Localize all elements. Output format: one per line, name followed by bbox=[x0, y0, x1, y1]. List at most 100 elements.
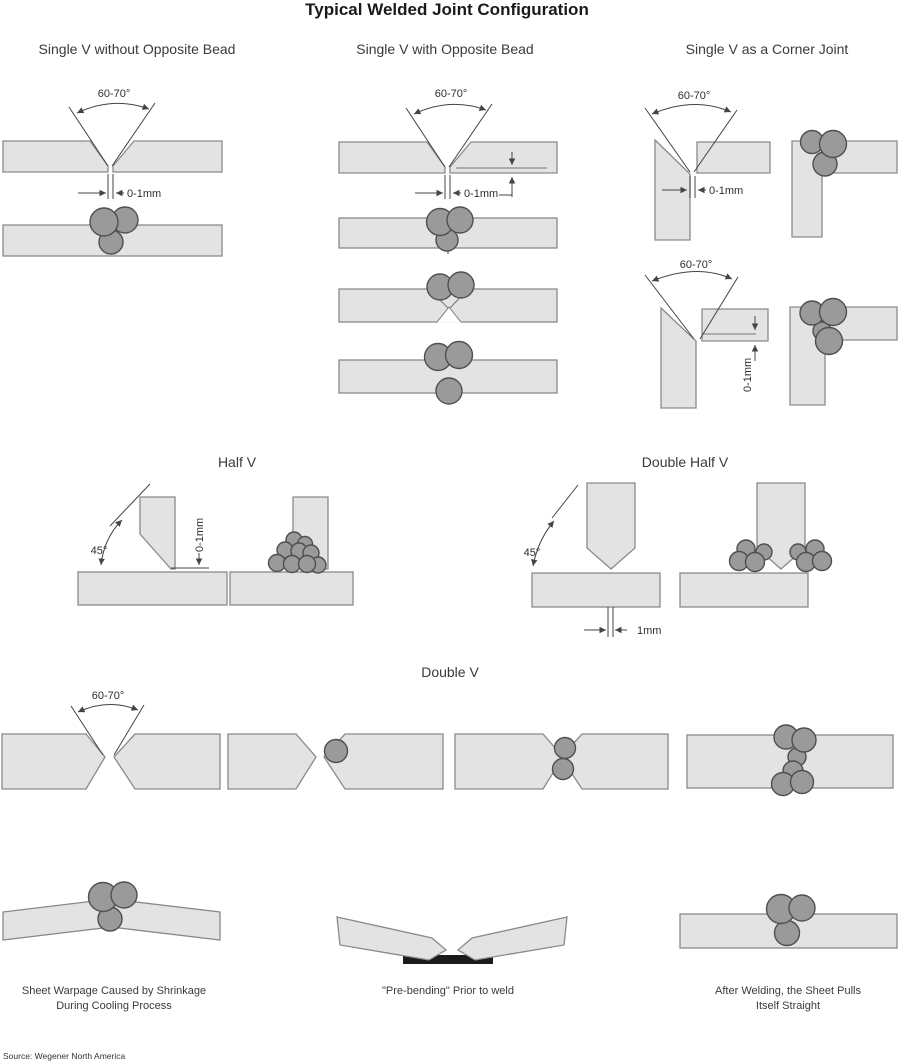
angle-label: 45° bbox=[91, 545, 108, 557]
prebent-plate-right bbox=[456, 916, 568, 961]
weld-bead bbox=[744, 551, 766, 573]
double-v-pass2-figure bbox=[454, 733, 669, 790]
support-bar bbox=[403, 955, 493, 964]
angle-line-right bbox=[448, 103, 493, 168]
section-half-v: Half V 0-1mm 45° bbox=[77, 454, 354, 606]
weld-bead bbox=[789, 769, 815, 795]
weld-bead bbox=[551, 757, 575, 781]
section-heading: Half V bbox=[218, 454, 257, 470]
bottom-notch bbox=[437, 307, 461, 323]
prebent-plate-left bbox=[336, 916, 448, 961]
section-single-v-with: Single V with Opposite Bead 60-70° 0-1mm bbox=[338, 41, 558, 405]
section-heading: Single V as a Corner Joint bbox=[686, 41, 849, 57]
gap-label-rotated: 0-1mm bbox=[194, 518, 206, 552]
page-title: Typical Welded Joint Configuration bbox=[305, 0, 589, 19]
section-single-v-without: Single V without Opposite Bead 60-70° 0-… bbox=[2, 41, 236, 257]
vertical-plate bbox=[660, 306, 697, 409]
gap-edge-lines bbox=[444, 175, 451, 199]
after-welding-figure: After Welding, the Sheet Pulls Itself St… bbox=[679, 893, 898, 1012]
double-v-complete-figure bbox=[686, 724, 894, 797]
bottom-notch-edges bbox=[436, 306, 462, 323]
caption: "Pre-bending" Prior to weld bbox=[382, 985, 514, 997]
plate-left bbox=[454, 733, 564, 790]
plate-right bbox=[449, 141, 558, 174]
plate-right bbox=[113, 733, 221, 790]
single-v-prep-figure: 60-70° 0-1mm bbox=[338, 88, 558, 200]
weld-bead bbox=[791, 727, 817, 753]
angle-label: 60-70° bbox=[435, 88, 468, 100]
angle-line-left bbox=[405, 107, 446, 168]
double-half-v-prep-figure: 45° 1mm bbox=[524, 482, 661, 637]
gap-label-rotated: 0-1mm bbox=[742, 358, 754, 392]
weld-bead bbox=[297, 554, 317, 574]
section-heading: Single V without Opposite Bead bbox=[39, 41, 236, 57]
double-half-v-welded-figure bbox=[679, 482, 833, 608]
corner-plate bbox=[791, 140, 898, 238]
plate-left bbox=[338, 141, 446, 174]
plate-left bbox=[1, 733, 106, 790]
corner-prep-figure-top: 60-70° 0-1mm bbox=[644, 90, 771, 241]
section-heading: Single V with Opposite Bead bbox=[356, 41, 533, 57]
plate-left bbox=[227, 733, 317, 790]
source-note: Source: Wegener North America bbox=[3, 1051, 125, 1061]
angle-label: 60-70° bbox=[92, 690, 125, 702]
single-v-welded-figure bbox=[2, 206, 223, 257]
caption-line1: After Welding, the Sheet Pulls bbox=[715, 985, 861, 997]
gap-label: 0-1mm bbox=[127, 188, 161, 200]
upright-plate bbox=[139, 496, 176, 570]
horizontal-plate bbox=[696, 141, 771, 174]
caption-line2: During Cooling Process bbox=[56, 1000, 172, 1012]
gap-label: 0-1mm bbox=[709, 185, 743, 197]
weld-bead bbox=[89, 207, 119, 237]
corner-welded-figure-top bbox=[791, 129, 898, 238]
half-v-prep-figure: 0-1mm 45° bbox=[77, 483, 228, 606]
angle-line-left bbox=[644, 274, 695, 340]
angle-arc bbox=[98, 519, 123, 566]
section-corner-joint: Single V as a Corner Joint 60-70° 0-1mm bbox=[644, 41, 898, 409]
opposite-bead-welded-figure bbox=[338, 340, 558, 405]
base-plate bbox=[531, 572, 661, 608]
base-plate bbox=[229, 571, 354, 606]
angle-line-left bbox=[70, 705, 104, 756]
single-v-prep-figure: 60-70° 0-1mm bbox=[2, 88, 223, 200]
weld-bead bbox=[788, 894, 816, 922]
weld-bead bbox=[446, 206, 474, 234]
angle-arc bbox=[531, 520, 555, 567]
angle-line-left bbox=[644, 107, 691, 173]
prebending-figure: "Pre-bending" Prior to weld bbox=[336, 916, 568, 997]
angle-line-left bbox=[68, 106, 109, 167]
weld-bead bbox=[811, 550, 833, 572]
weld-bead bbox=[323, 738, 349, 764]
angle-arc bbox=[413, 103, 487, 115]
gap-label: 1mm bbox=[637, 625, 661, 637]
angle-line-right bbox=[693, 109, 738, 173]
weld-bead bbox=[773, 919, 801, 947]
weld-bead bbox=[110, 881, 138, 909]
angle-arc bbox=[651, 104, 732, 115]
double-v-pass1-figure bbox=[227, 733, 444, 790]
base-plate bbox=[77, 571, 228, 606]
weld-bead bbox=[553, 736, 577, 760]
angle-arc bbox=[651, 271, 733, 282]
section-heading: Double V bbox=[421, 664, 479, 680]
section-heading: Double Half V bbox=[642, 454, 729, 470]
angle-arc bbox=[76, 102, 150, 114]
gap-label: 0-1mm bbox=[464, 188, 498, 200]
double-v-prep-figure: 60-70° bbox=[1, 690, 221, 790]
angle-line-right bbox=[699, 276, 739, 340]
angle-arc bbox=[77, 704, 139, 713]
base-plate bbox=[679, 572, 809, 608]
corner-welded-figure-bottom bbox=[789, 297, 898, 406]
weld-bead bbox=[444, 340, 474, 370]
angle-line-right bbox=[111, 102, 156, 167]
angle-label: 60-70° bbox=[678, 90, 711, 102]
angle-label: 60-70° bbox=[680, 259, 713, 271]
half-v-welded-figure bbox=[229, 496, 354, 606]
weld-bead bbox=[818, 297, 848, 327]
caption-line1: Sheet Warpage Caused by Shrinkage bbox=[22, 985, 206, 997]
weld-bead bbox=[814, 326, 844, 356]
angle-label: 45° bbox=[524, 547, 541, 559]
horizontal-plate bbox=[701, 308, 769, 342]
plate-left bbox=[2, 140, 109, 173]
